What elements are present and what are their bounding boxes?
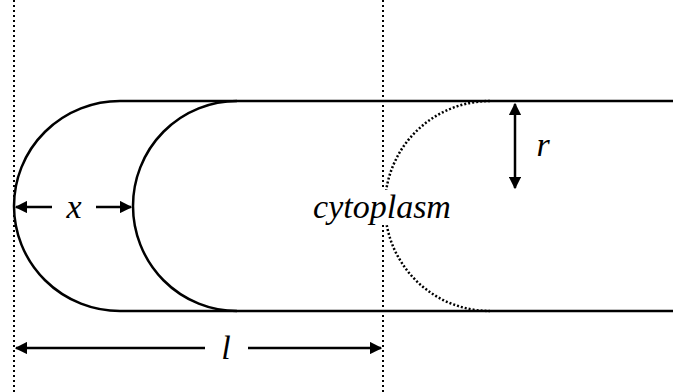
cell-wall [120, 100, 673, 103]
cell-cap [133, 101, 237, 311]
dimension-arrow [96, 206, 131, 209]
dimension-arrow [514, 104, 517, 188]
dimension-arrow [248, 347, 381, 350]
dimension-label: l [218, 331, 233, 365]
dimension-arrow [16, 347, 205, 350]
region-label: cytoplasm [310, 190, 454, 224]
dimension-label: r [533, 128, 552, 162]
dimension-label: x [63, 190, 84, 224]
cell-wall [120, 310, 673, 313]
dimension-arrow [16, 206, 52, 209]
